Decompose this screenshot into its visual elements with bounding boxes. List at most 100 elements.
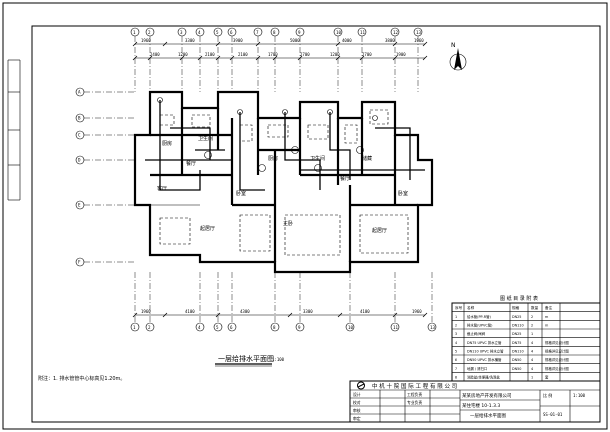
room-label-bath-r: 卫生间 [310,155,325,162]
role-check: 校对 [353,400,361,405]
legend-cell: 2 [531,315,533,319]
dim-top-1: 1960 [141,38,151,43]
axis-bubble-top: 7 [253,27,263,37]
legend-cell: 7 [455,367,457,371]
legend-cell: 3 [455,332,457,336]
svg-text:8: 8 [273,30,276,35]
legend-cell: 截止阀/闸阀 [467,331,486,336]
legend-cell: 6 [455,358,457,362]
dim-detail-2: 1200 [178,52,188,57]
legend-cell: m [545,324,549,328]
dimension-tick [162,41,168,47]
scale-label: 比 例 [543,392,552,398]
svg-text:A: A [78,90,81,95]
dim-detail-4: 2100 [238,52,248,57]
svg-text:11: 11 [393,325,399,330]
axis-bubble-bottom: 11 [390,322,400,332]
legend-cell: DN50 [512,367,521,371]
role-review: 审核 [353,408,361,413]
dim-top-4: 5000 [290,38,300,43]
dim-bot-5: 4100 [360,309,370,314]
svg-text:1: 1 [133,325,136,330]
legend-cell: 4 [531,341,533,345]
legend-cell: 1 [455,315,457,319]
svg-text:B: B [78,116,81,121]
svg-text:4: 4 [198,325,201,330]
svg-text:7: 7 [256,30,259,35]
svg-text:11: 11 [360,30,366,35]
svg-text:E: E [78,203,81,208]
axis-bubble-top: 2 [145,27,155,37]
legend-cell: 5 [455,350,457,354]
title-block: 中 机 十 院 国 际 工 程 有 限 公 司 某某房地产开发有限公司 某住宅楼… [349,380,601,423]
svg-text:2: 2 [148,30,151,35]
dimension-tick [422,41,428,47]
legend-cell: 洗脸盆/坐便器/洗涤盆 [467,375,500,380]
axis-bubble-top: 8 [270,27,280,37]
svg-text:C: C [78,133,81,138]
dimension-tick [422,55,428,61]
svg-text:1: 1 [133,30,136,35]
legend-header-cell: 备注 [545,305,553,310]
legend-cell: DN110 [512,350,524,354]
svg-text:6: 6 [230,325,233,330]
north-label: N [451,42,456,49]
legend-cell: 1 [531,332,533,336]
dim-top-5: 4000 [342,38,352,43]
dimension-tick [392,312,398,318]
dim-bot-4: 3300 [303,309,313,314]
svg-text:8: 8 [273,325,276,330]
legend-cell: DN25 [512,332,521,336]
bottom-dimensions [132,312,428,318]
axis-bubble-bottom: 8 [270,322,280,332]
svg-text:13: 13 [430,325,436,330]
room-label-living-l: 客厅 [157,185,167,192]
legend-cell: DN50 [512,358,521,362]
company-name: 中 机 十 院 国 际 工 程 有 限 公 司 [372,382,457,390]
axis-bubble-top: 5 [213,27,223,37]
binding-strip [7,59,21,201]
legend-cell: 地漏 / 清扫口 [467,366,487,371]
room-label-dining-l: 餐厅 [186,160,196,167]
axis-bubble-top: 4 [195,27,205,37]
dimension-tick [132,312,138,318]
axis-bubble-top: 1 [130,27,140,37]
axis-bubble-left: A [75,87,85,97]
dim-detail-5: 1700 [268,52,278,57]
role-approve: 审定 [353,416,361,421]
legend-cell: m [545,315,549,319]
axis-bubble-top: 11 [357,27,367,37]
dim-detail-1: 2400 [150,52,160,57]
drawing-note: 附注：1. 排水管管中心标高见1.20m。 [38,375,125,382]
legend-header-cell: 规格 [512,305,520,310]
room-label-master: 主卧 [283,220,293,227]
top-dimensions [132,41,428,61]
legend-cell: DN25 [512,315,521,319]
axis-bubble-left: B [75,113,85,123]
dimension-tick [422,312,428,318]
legend-cell: 规格详见设计图 [545,349,569,354]
legend-cell: 2 [531,324,533,328]
dimension-tick [162,312,168,318]
axis-bubble-top: 6 [227,27,237,37]
svg-text:5: 5 [216,30,219,35]
legend-cell: 给水管(PP-R管) [467,314,491,319]
axis-bubble-top: 10 [333,27,343,37]
dim-bot-6: 1960 [412,309,422,314]
axis-bubble-bottom: 10 [345,322,355,332]
axis-bubble-bottom: 9 [295,322,305,332]
svg-text:9: 9 [298,325,301,330]
svg-text:2: 2 [148,325,151,330]
svg-text:10: 10 [336,30,342,35]
dim-top-2: 3300 [185,38,195,43]
company-logo-icon [357,381,365,390]
legend-cell: DN110 [512,324,524,328]
room-label-dining-r: 餐厅 [340,175,350,182]
dim-detail-8: 2700 [362,52,372,57]
dim-detail-3: 2100 [205,52,215,57]
svg-text:12: 12 [393,30,399,35]
